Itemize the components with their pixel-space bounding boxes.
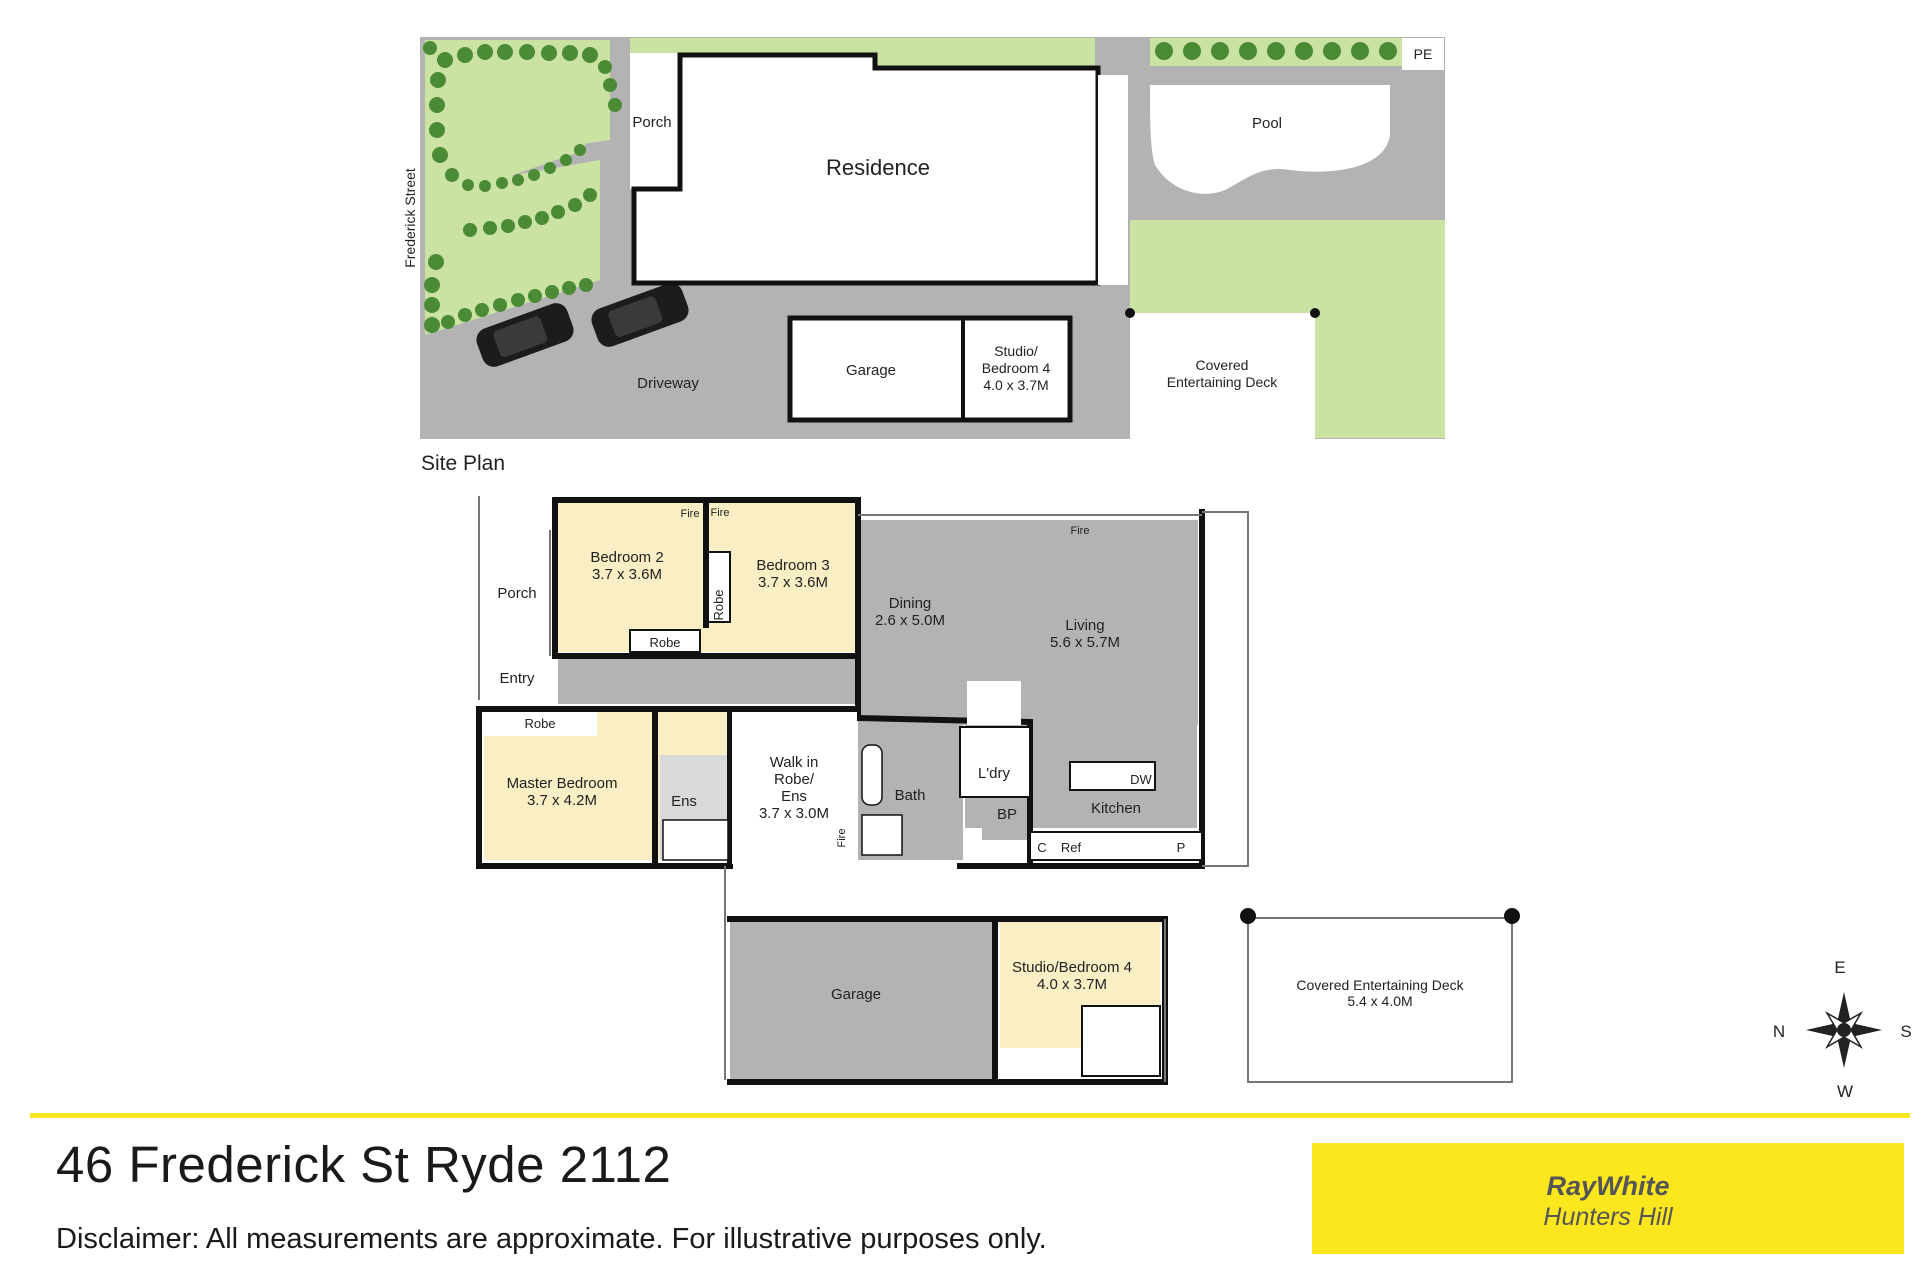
bed3-robe: [707, 551, 731, 623]
master-robe-label: Robe: [524, 716, 555, 731]
bed2-robe: [629, 629, 701, 653]
site-studio-dims: 4.0 x 3.7M: [983, 377, 1048, 393]
entry-label: Entry: [499, 670, 535, 687]
hallway-fill: [558, 658, 858, 704]
ref-label: Ref: [1061, 840, 1082, 855]
site-deck: [1130, 313, 1315, 439]
living-name: Living: [1065, 617, 1104, 634]
site-pool: [1150, 85, 1390, 194]
compass-w: W: [1837, 1082, 1853, 1101]
property-address: 46 Frederick St Ryde 2112: [56, 1136, 672, 1193]
dining-name: Dining: [889, 595, 932, 612]
bed2-robe-label: Robe: [649, 635, 680, 650]
wir-line2: Robe/: [774, 771, 815, 788]
bp-label: BP: [997, 806, 1017, 823]
site-driveway-label: Driveway: [637, 375, 699, 392]
thin-walls: [478, 496, 1513, 1083]
front-lawn-upper: [450, 60, 585, 190]
wir-line3: Ens: [781, 788, 807, 805]
car-2: [591, 283, 689, 347]
side-path: [1098, 75, 1128, 285]
c-label: C: [1037, 840, 1046, 855]
site-pool-label: Pool: [1252, 115, 1282, 132]
site-pe-label: PE: [1414, 46, 1433, 62]
garage-label: Garage: [831, 986, 881, 1003]
compass-n: N: [1773, 1022, 1785, 1041]
p-label: P: [1177, 840, 1186, 855]
street-label: Frederick Street: [402, 168, 418, 268]
pe-box: [1402, 38, 1444, 70]
deck-name: Covered Entertaining Deck: [1296, 977, 1464, 993]
floor-labels: Porch Entry Bedroom 2 3.7 x 3.6M Bedroom…: [497, 507, 1464, 1009]
site-porch: [630, 53, 678, 189]
ens-label: Ens: [671, 793, 697, 810]
studio-dims: 4.0 x 3.7M: [1037, 976, 1107, 993]
dining-dims: 2.6 x 5.0M: [875, 612, 945, 629]
wir-dims: 3.7 x 3.0M: [759, 805, 829, 822]
bed2-dims: 3.7 x 3.6M: [592, 566, 662, 583]
compass-s: S: [1900, 1022, 1911, 1041]
bed3-fire-label: Fire: [711, 507, 730, 519]
site-plan: [420, 37, 1445, 439]
bed3-dims: 3.7 x 3.6M: [758, 574, 828, 591]
master-dims: 3.7 x 4.2M: [527, 792, 597, 809]
walls: [476, 497, 1205, 1085]
living-fire-label: Fire: [1071, 525, 1090, 537]
studio-ensuite: [1081, 1005, 1161, 1077]
stairs: [967, 681, 1021, 725]
living-dims: 5.6 x 5.7M: [1050, 634, 1120, 651]
deck-dims: 5.4 x 4.0M: [1347, 993, 1412, 1009]
agency-logo: RayWhite Hunters Hill: [1312, 1143, 1904, 1254]
site-studio-line2: Bedroom 4: [982, 360, 1051, 376]
wir-fire-label: Fire: [836, 829, 848, 848]
site-porch-label: Porch: [632, 114, 671, 131]
hedges: [423, 41, 1397, 333]
agency-brand-name: RayWhite: [1546, 1171, 1670, 1201]
compass-e: E: [1834, 958, 1845, 977]
bed3-robe-label: Robe: [711, 589, 726, 620]
compass-rose-icon: [1806, 992, 1882, 1068]
site-deck-line1: Covered: [1196, 357, 1249, 373]
bath-label: Bath: [895, 787, 926, 804]
kitchen-counter: [1029, 831, 1203, 861]
deck-post: [1504, 908, 1520, 924]
dw-label: DW: [1130, 772, 1152, 787]
deck-post: [1240, 908, 1256, 924]
site-plan-caption: Site Plan: [421, 452, 505, 475]
laundry: [959, 726, 1031, 798]
site-garage-block: [787, 315, 1073, 423]
walk-in-robe: [732, 712, 857, 864]
garage-fill: [730, 920, 992, 1080]
site-residence-label: Residence: [826, 155, 930, 180]
shower-icon: [861, 814, 903, 856]
compass-labels: E N S W: [1773, 958, 1912, 1101]
disclaimer-text: Disclaimer: All measurements are approxi…: [56, 1223, 1047, 1255]
site-deck-line2: Entertaining Deck: [1167, 374, 1279, 390]
deck-post: [1310, 308, 1320, 318]
agency-office-name: Hunters Hill: [1543, 1203, 1673, 1231]
bed3-name: Bedroom 3: [756, 557, 829, 574]
site-garage-label: Garage: [846, 362, 896, 379]
car-1: [476, 303, 574, 367]
floor-plan: [476, 496, 1520, 1085]
ens-shower-icon: [662, 819, 729, 861]
studio-name: Studio/Bedroom 4: [1012, 959, 1132, 976]
bathtub-icon: [861, 744, 883, 806]
site-labels: Porch Residence Pool PE Garage Driveway …: [402, 46, 1432, 475]
kitchen-label: Kitchen: [1091, 800, 1141, 817]
kitchen-island: [1069, 761, 1156, 791]
laundry-label: L'dry: [978, 765, 1011, 782]
bed2-name: Bedroom 2: [590, 549, 663, 566]
bed2-fire-label: Fire: [681, 508, 700, 520]
deck-post: [1125, 308, 1135, 318]
master-name: Master Bedroom: [507, 775, 618, 792]
porch-label: Porch: [497, 585, 536, 602]
wir-line1: Walk in: [770, 754, 819, 771]
master-robe: [484, 712, 597, 736]
title-divider: [30, 1113, 1910, 1118]
site-studio-line1: Studio/: [994, 343, 1038, 359]
